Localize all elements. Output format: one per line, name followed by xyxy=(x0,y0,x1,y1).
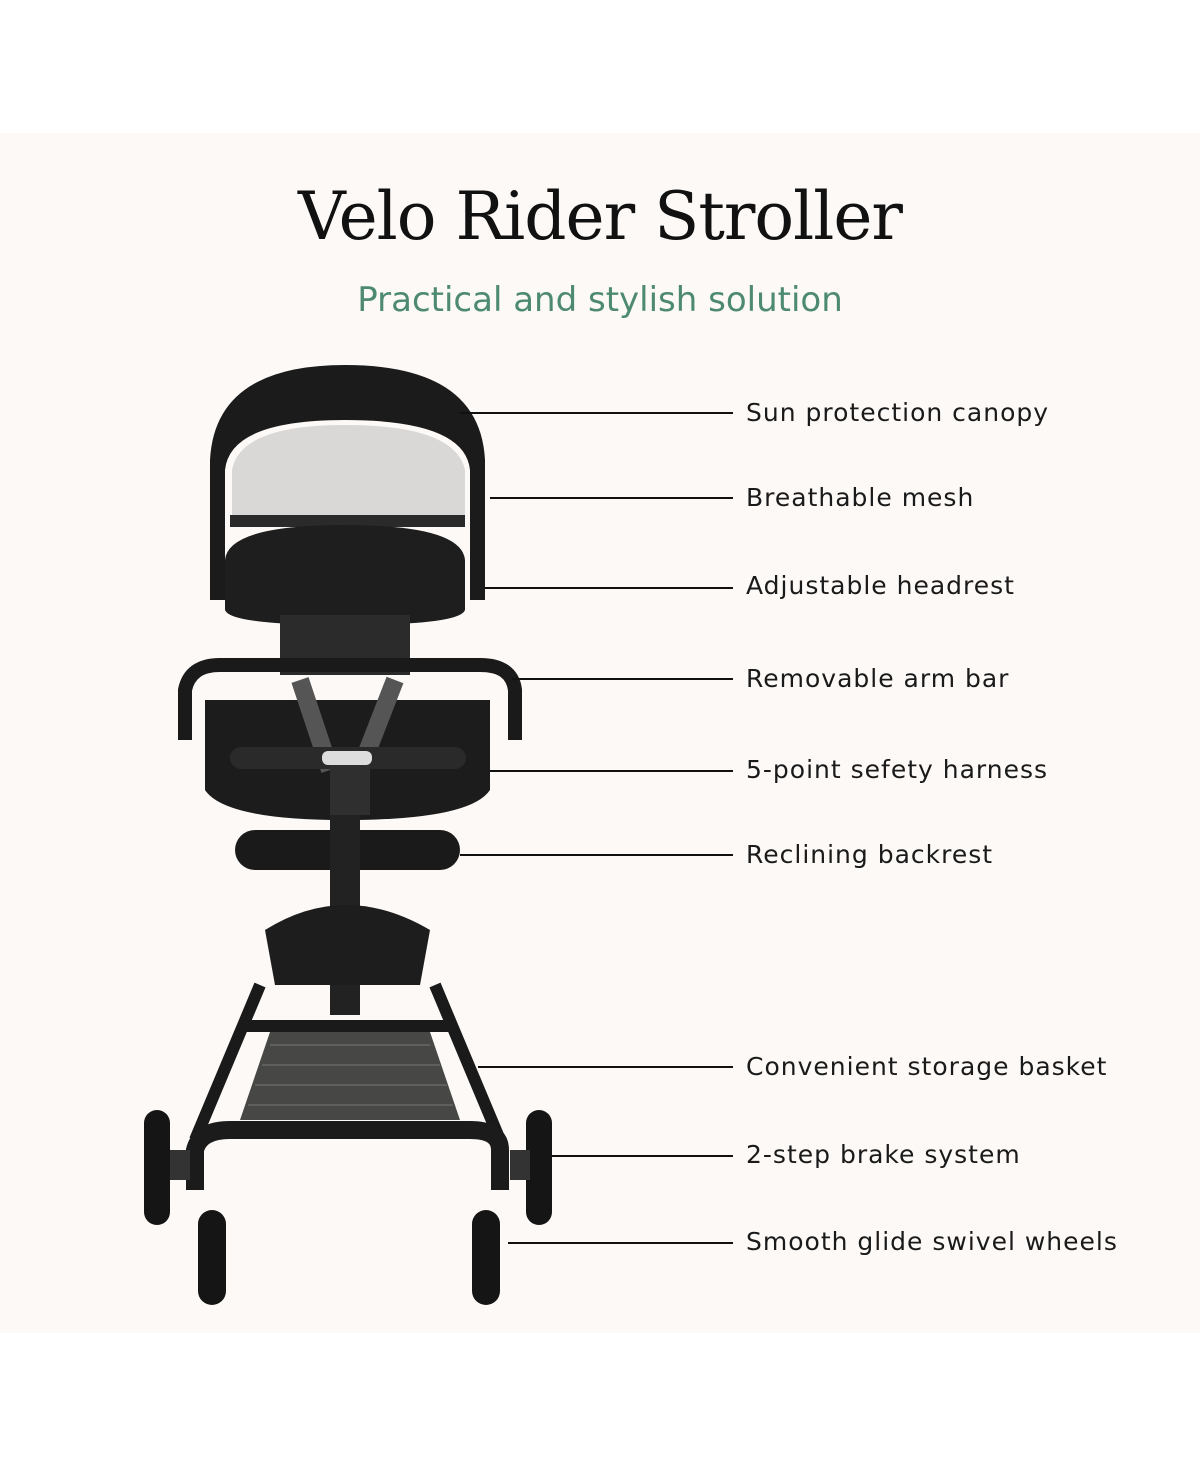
page-title: Velo Rider Stroller xyxy=(298,178,903,255)
canopy xyxy=(210,365,485,600)
feature-label-wheels: Smooth glide swivel wheels xyxy=(746,1227,1118,1256)
feature-label-canopy: Sun protection canopy xyxy=(746,398,1050,427)
page-subtitle: Practical and stylish solution xyxy=(357,280,843,320)
callout-line xyxy=(490,770,733,772)
headrest xyxy=(225,525,465,625)
feature-label-brake: 2-step brake system xyxy=(746,1140,1021,1169)
feature-label-harness: 5-point sefety harness xyxy=(746,755,1049,784)
feature-label-backrest: Reclining backrest xyxy=(746,840,994,869)
wheel-front-left xyxy=(198,1210,226,1305)
callout-line xyxy=(460,854,733,856)
callout-line xyxy=(508,1242,733,1244)
mesh-window xyxy=(232,425,465,520)
wheel-front-right xyxy=(472,1210,500,1305)
callout-line xyxy=(490,497,733,499)
feature-label-arm-bar: Removable arm bar xyxy=(746,664,1010,693)
feature-label-mesh: Breathable mesh xyxy=(746,483,975,512)
wheel-rear-left xyxy=(144,1110,170,1225)
wheel-rear-right xyxy=(526,1110,552,1225)
callout-line xyxy=(485,587,733,589)
callout-line xyxy=(478,1066,733,1068)
stroller-image xyxy=(144,365,552,1305)
storage-basket xyxy=(240,1032,460,1120)
callout-line xyxy=(512,678,733,680)
feature-label-basket: Convenient storage basket xyxy=(746,1052,1108,1081)
feature-label-headrest: Adjustable headrest xyxy=(746,571,1015,600)
callout-line xyxy=(552,1155,733,1157)
callout-line xyxy=(460,412,733,414)
